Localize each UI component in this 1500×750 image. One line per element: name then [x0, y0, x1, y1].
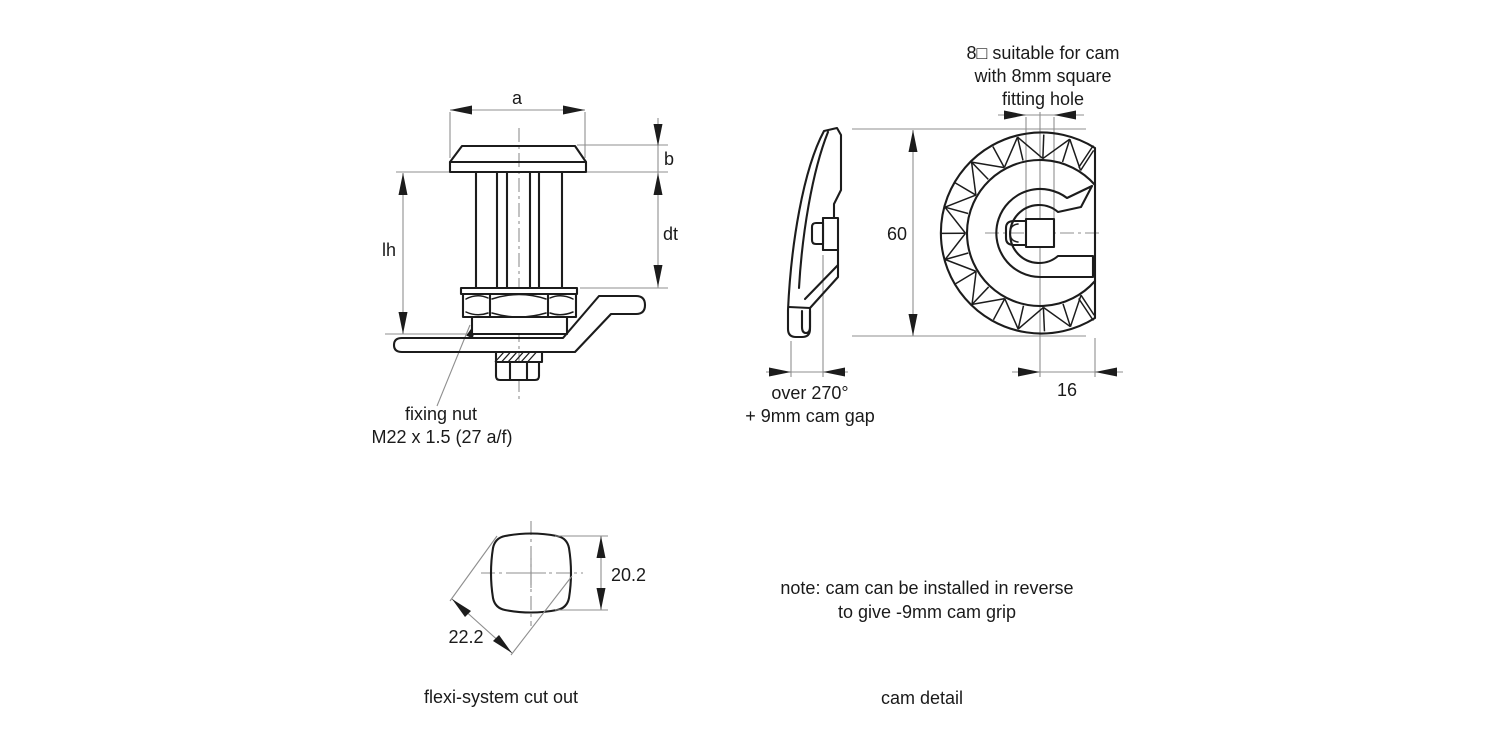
cam-detail-caption: cam detail — [881, 688, 963, 708]
knurl-serrations — [941, 134, 1095, 332]
dim-dt-label: dt — [663, 224, 678, 244]
flexi-cutout-view: 20.2 22.2 flexi-system cut out — [424, 521, 646, 707]
thread-hatching — [494, 351, 537, 363]
rotation-note-line2: + 9mm cam gap — [745, 406, 875, 426]
reverse-note-line1: note: cam can be installed in reverse — [780, 578, 1073, 598]
cam-heading-line2: with 8mm square — [973, 66, 1111, 86]
dim-b-label: b — [664, 149, 674, 169]
flexi-cutout-caption: flexi-system cut out — [424, 687, 578, 707]
dim-20-2-label: 20.2 — [611, 565, 646, 585]
dim-22-2-label: 22.2 — [448, 627, 483, 647]
notes: note: cam can be installed in reverse to… — [780, 578, 1073, 708]
dim-60-label: 60 — [887, 224, 907, 244]
cam-heading-line1: 8□ suitable for cam — [967, 43, 1120, 63]
cam-side-view: over 270° + 9mm cam gap 60 — [745, 126, 1086, 426]
assembly-view: a b dt lh fixing nut M22 x 1.5 (27 a/f) — [371, 88, 678, 447]
dim-lh-label: lh — [382, 240, 396, 260]
cam-heading-line3: fitting hole — [1002, 89, 1084, 109]
dim-16-label: 16 — [1057, 380, 1077, 400]
rotation-note-line1: over 270° — [771, 383, 848, 403]
reverse-note-line2: to give -9mm cam grip — [838, 602, 1016, 622]
fixing-nut-note-line2: M22 x 1.5 (27 a/f) — [371, 427, 512, 447]
fixing-nut-note-line1: fixing nut — [405, 404, 477, 424]
dim-a-label: a — [512, 88, 523, 108]
cam-front-view: 8□ suitable for cam with 8mm square fitt… — [939, 43, 1123, 400]
